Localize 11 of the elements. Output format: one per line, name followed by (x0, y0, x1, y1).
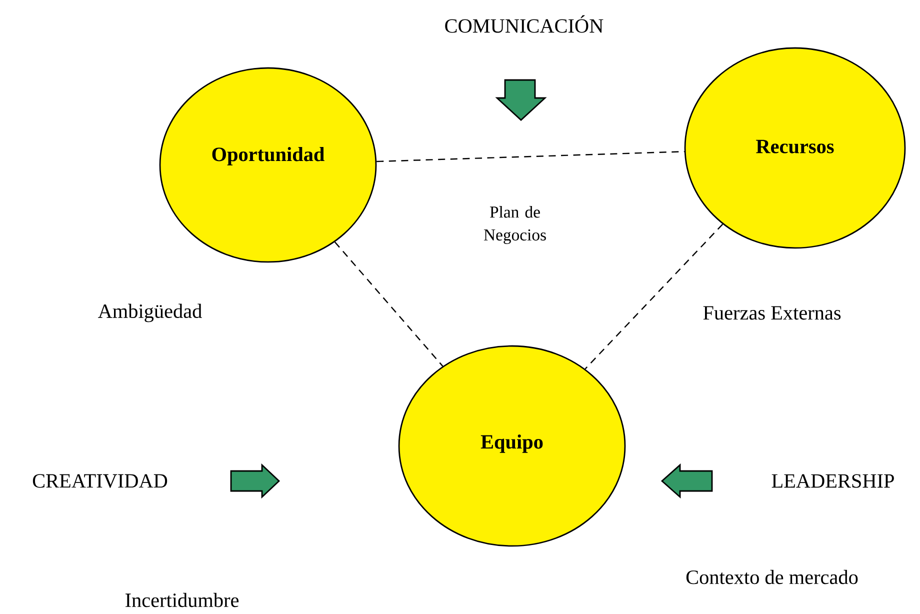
label: CREATIVIDAD (32, 474, 168, 488)
label: COMUNICACIÓN (445, 15, 604, 33)
label: Ambigüedad (98, 304, 202, 322)
label: Contexto de mercado (686, 570, 858, 584)
label: Fuerzas Externas (703, 306, 841, 320)
dashed-line (584, 224, 724, 370)
label: LEADERSHIP (772, 474, 894, 488)
dashed-line (334, 242, 444, 367)
label: Plan de Negocios (484, 206, 546, 244)
label: Incertidumbre (126, 592, 239, 608)
dashed-line (376, 150, 684, 162)
